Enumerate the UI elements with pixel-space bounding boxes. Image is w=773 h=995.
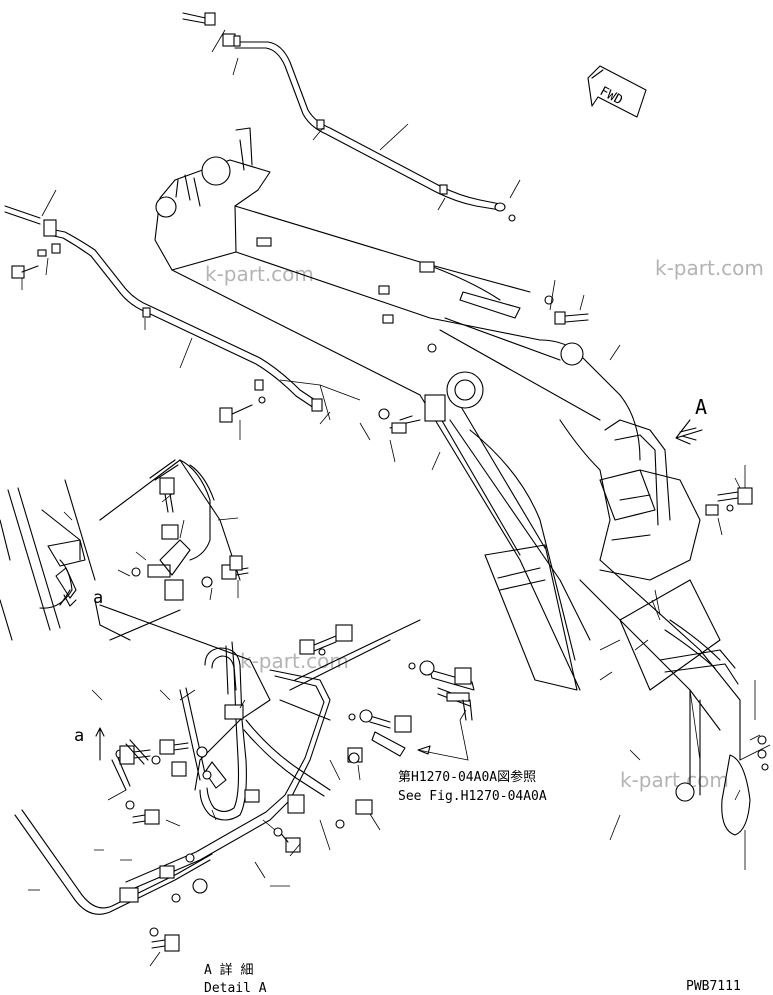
reference-fittings: [348, 660, 475, 761]
boom: [154, 127, 751, 836]
drawing-number: PWB7111: [686, 979, 741, 994]
upper-clamps: [219, 237, 621, 471]
view-a-label: A: [695, 395, 707, 419]
reference-label-jp: 第H1270-04A0A図参照: [398, 769, 536, 785]
right-bolts: [705, 465, 753, 536]
watermark-3: k-part.com: [240, 649, 349, 673]
reference-label-en: See Fig.H1270-04A0A: [398, 789, 547, 804]
detail-label-jp: A 詳 細: [204, 962, 253, 978]
view-a-arrow-icon: A: [675, 395, 707, 445]
detail-a-marker-2: a: [74, 726, 84, 746]
watermark-4: k-part.com: [620, 768, 729, 792]
detail-a-marker-1: a: [93, 588, 103, 608]
upper-tube: [182, 12, 521, 222]
detail-a: a: [0, 459, 421, 967]
watermark-1: k-part.com: [205, 262, 314, 286]
watermark-2: k-part.com: [655, 256, 764, 280]
fwd-label: FWD: [597, 84, 625, 108]
fwd-arrow-icon: FWD: [587, 65, 647, 118]
detail-label-en: Detail A: [204, 981, 267, 995]
left-tube: [4, 189, 331, 425]
lower-right-pipes: [599, 589, 771, 870]
